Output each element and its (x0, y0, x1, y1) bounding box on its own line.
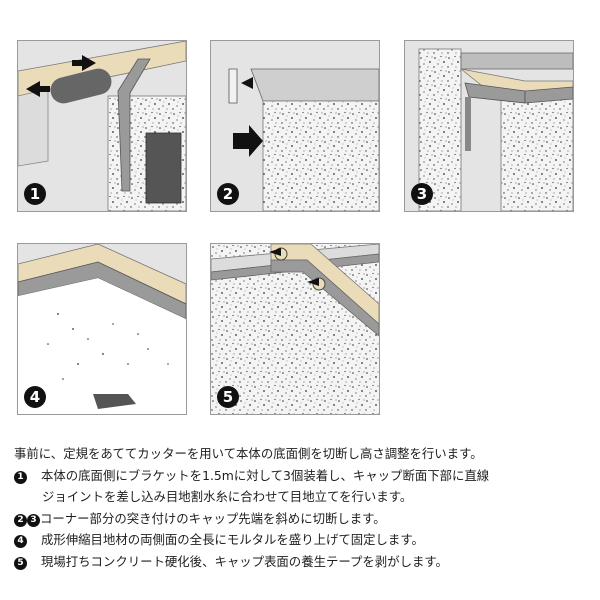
step-1-text-line1: 本体の底面側にブラケットを1.5mに対して3個装着し、キャップ断面下部に直線 (41, 467, 490, 483)
step-3-badge: 3 (411, 183, 433, 205)
step-5-marker: 5 (14, 556, 27, 570)
step-2-illustration: 2 (210, 40, 380, 212)
step-4-badge: 4 (24, 386, 46, 408)
step-1-badge: 1 (24, 183, 46, 205)
step-1-instruction: 1 本体の底面側にブラケットを1.5mに対して3個装着し、キャップ断面下部に直線 (14, 465, 590, 487)
step-4-text: 成形伸縮目地材の両側面の全長にモルタルを盛り上げて固定します。 (41, 532, 424, 547)
step-3-marker: 3 (27, 513, 40, 527)
step-5-badge: 5 (217, 386, 239, 408)
step-23-text: コーナー部分の突き付けのキャップ先端を斜めに切断します。 (40, 510, 386, 526)
right-arrow-icon (233, 125, 263, 157)
step-1-marker: 1 (14, 470, 27, 484)
left-arrow-icon (26, 81, 50, 97)
step-5-instruction: 5 現場打ちコンクリート硬化後、キャップ表面の養生テープを剥がします。 (14, 551, 590, 573)
step-1-illustration: 1 (17, 40, 187, 212)
step-1-text-line2: ジョイントを差し込み目地割水糸に合わせて目地立てを行います。 (42, 489, 413, 504)
left-arrow-icon (241, 77, 253, 89)
step-5-text: 現場打ちコンクリート硬化後、キャップ表面の養生テープを剥がします。 (41, 553, 448, 569)
step-4-marker: 4 (14, 535, 27, 548)
instructions-text: 事前に、定規をあててカッターを用いて本体の底面側を切断し高さ調整を行います。 1… (14, 443, 590, 572)
step-2-marker: 2 (14, 513, 27, 527)
step-4-illustration: 4 (17, 243, 187, 415)
right-arrow-icon (72, 55, 96, 71)
intro-text: 事前に、定規をあててカッターを用いて本体の底面側を切断し高さ調整を行います。 (14, 446, 483, 461)
step-2-badge: 2 (217, 183, 239, 205)
step-4-instruction: 4 成形伸縮目地材の両側面の全長にモルタルを盛り上げて固定します。 (14, 529, 590, 551)
step-5-illustration: 5 (210, 243, 380, 415)
step-3-illustration: 3 (404, 40, 574, 212)
